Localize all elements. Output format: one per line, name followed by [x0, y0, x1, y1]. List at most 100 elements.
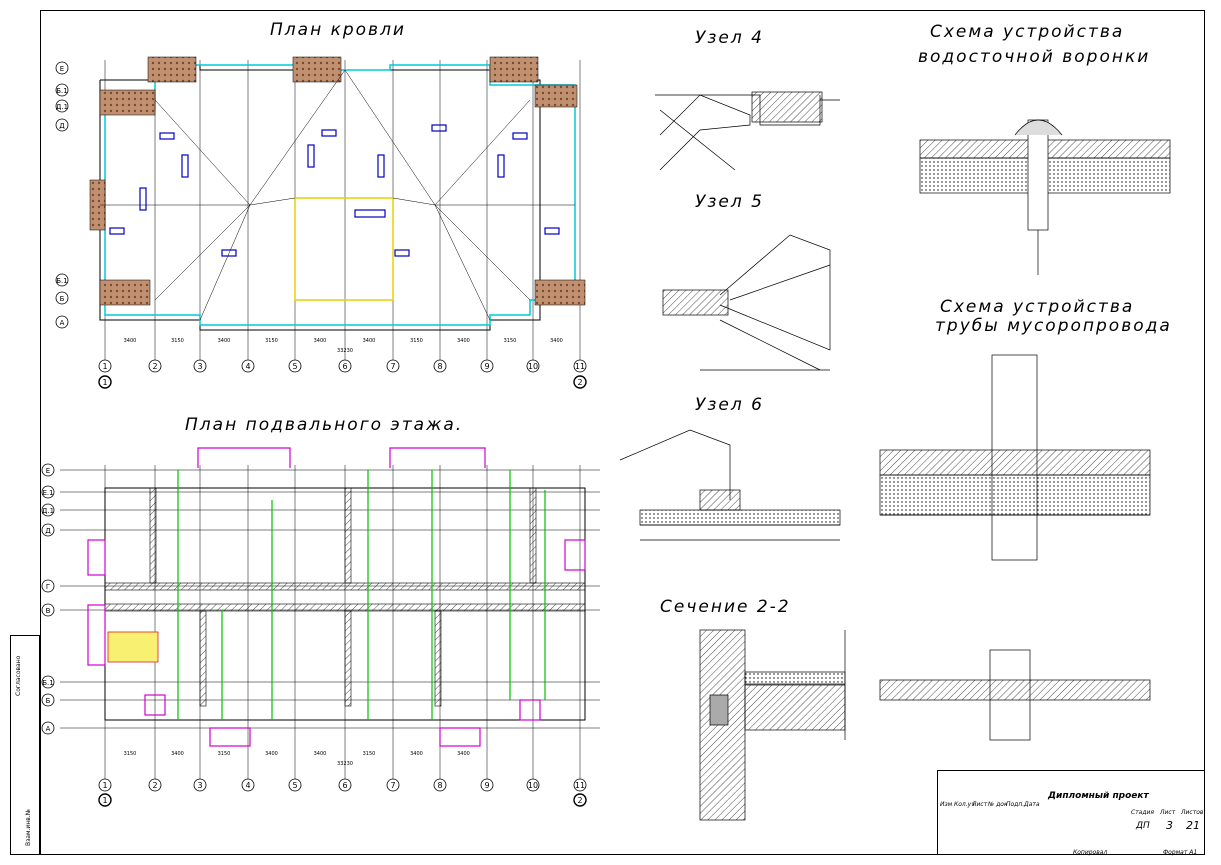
axis-bubble-4: 4 — [241, 778, 255, 792]
svg-text:11: 11 — [575, 362, 585, 371]
dim-label: 3400 — [265, 751, 278, 757]
axis-bubble-5: 5 — [288, 778, 302, 792]
axis-bubble-row: Д.1 — [41, 503, 55, 517]
node4-detail — [655, 91, 840, 171]
axis-bubble-row: А — [41, 721, 55, 735]
dim-label: 3400 — [550, 338, 563, 344]
dim-total: 33230 — [337, 761, 353, 767]
svg-text:7: 7 — [390, 781, 395, 790]
sheet-frame — [40, 10, 1205, 855]
svg-text:2: 2 — [577, 378, 582, 387]
axis-bubble-11: 11 — [573, 778, 587, 792]
dim-label: 3400 — [410, 751, 423, 757]
axis-bubble-row: Б.1 — [55, 83, 69, 97]
side-label-agreed: Согласовано — [15, 655, 22, 696]
node4-title: Узел 4 — [695, 28, 764, 48]
stamp-sheets-label: Листов — [1181, 809, 1204, 816]
dim-label: 3150 — [265, 338, 278, 344]
svg-text:А: А — [60, 319, 65, 327]
axis-bubble-row: Б — [41, 693, 55, 707]
axis-bubble-row: Д — [55, 118, 69, 132]
axis-bubble-6: 6 — [338, 778, 352, 792]
axis-bubble-3: 3 — [193, 778, 207, 792]
dim-label: 3400 — [363, 338, 376, 344]
chute-scheme-title-1: Схема устройства — [940, 297, 1135, 317]
axis-bubble-9: 9 — [480, 359, 494, 373]
svg-text:Б.1: Б.1 — [56, 277, 67, 285]
basement-plan-title: План подвального этажа. — [185, 415, 464, 435]
dim-label: 3400 — [171, 751, 184, 757]
svg-text:Е.1: Е.1 — [42, 489, 53, 497]
svg-text:1: 1 — [102, 362, 107, 371]
axis-bubble-5: 5 — [288, 359, 302, 373]
section-mark: 1 — [98, 793, 112, 807]
stamp-sheets: 21 — [1186, 819, 1200, 832]
section-mark: 1 — [98, 375, 112, 389]
axis-bubble-8: 8 — [433, 359, 447, 373]
title-block: Дипломный проект Стадия Лист Листов ДП 3… — [937, 770, 1205, 856]
svg-text:8: 8 — [437, 362, 442, 371]
axis-bubble-8: 8 — [433, 778, 447, 792]
svg-text:6: 6 — [342, 781, 347, 790]
svg-text:10: 10 — [528, 362, 538, 371]
axis-bubble-2: 2 — [148, 359, 162, 373]
svg-text:Б: Б — [46, 697, 51, 705]
svg-text:Д: Д — [45, 527, 51, 535]
svg-text:8: 8 — [437, 781, 442, 790]
axis-bubble-1: 1 — [98, 359, 112, 373]
svg-text:Д.1: Д.1 — [56, 103, 68, 111]
axis-bubble-row: Д — [41, 523, 55, 537]
axis-bubble-10: 10 — [526, 359, 540, 373]
svg-text:9: 9 — [484, 362, 489, 371]
drain-detail — [919, 119, 1171, 275]
axis-bubble-11: 11 — [573, 359, 587, 373]
axis-bubble-9: 9 — [480, 778, 494, 792]
section-title: Сечение 2-2 — [660, 597, 791, 617]
axis-bubble-3: 3 — [193, 359, 207, 373]
chute-scheme-title-2: трубы мусоропровода — [935, 316, 1172, 336]
section-mark: 2 — [573, 793, 587, 807]
svg-text:Б.1: Б.1 — [42, 679, 53, 687]
section-detail — [699, 629, 846, 821]
axis-bubble-1: 1 — [98, 778, 112, 792]
axis-bubble-7: 7 — [386, 359, 400, 373]
svg-text:Г: Г — [46, 583, 50, 591]
svg-text:В: В — [46, 607, 51, 615]
basement-plan — [60, 447, 600, 780]
axis-bubble-row: В — [41, 603, 55, 617]
dim-label: 3150 — [504, 338, 517, 344]
drain-scheme-title-2: водосточной воронки — [918, 47, 1151, 67]
svg-text:5: 5 — [292, 781, 297, 790]
side-label-replace: Взам.инв.№ — [25, 809, 32, 846]
axis-bubble-10: 10 — [526, 778, 540, 792]
svg-text:Е: Е — [60, 65, 64, 73]
dim-label: 3150 — [363, 751, 376, 757]
dim-total: 33230 — [337, 348, 353, 354]
axis-bubble-row: Г — [41, 579, 55, 593]
svg-text:2: 2 — [152, 362, 157, 371]
svg-text:9: 9 — [484, 781, 489, 790]
dim-label: 3400 — [314, 751, 327, 757]
section-mark: 2 — [573, 375, 587, 389]
stamp-sheet-label: Лист — [1160, 809, 1176, 816]
stamp-stage: ДП — [1136, 821, 1150, 831]
stamp-header-0: Изм — [940, 801, 953, 808]
svg-text:Д.1: Д.1 — [42, 507, 54, 515]
svg-text:7: 7 — [390, 362, 395, 371]
svg-text:6: 6 — [342, 362, 347, 371]
stamp-header-3: № док — [988, 801, 1008, 808]
dim-label: 3400 — [314, 338, 327, 344]
stamp-header-5: Дата — [1024, 801, 1040, 808]
stamp-header-4: Подп. — [1006, 801, 1025, 808]
svg-text:3: 3 — [197, 781, 202, 790]
svg-text:5: 5 — [292, 362, 297, 371]
node6-detail — [619, 429, 841, 541]
axis-bubble-2: 2 — [148, 778, 162, 792]
svg-text:11: 11 — [575, 781, 585, 790]
svg-text:4: 4 — [245, 781, 250, 790]
axis-bubble-4: 4 — [241, 359, 255, 373]
svg-text:2: 2 — [577, 796, 582, 805]
svg-text:Б: Б — [60, 295, 65, 303]
axis-bubble-row: А — [55, 315, 69, 329]
